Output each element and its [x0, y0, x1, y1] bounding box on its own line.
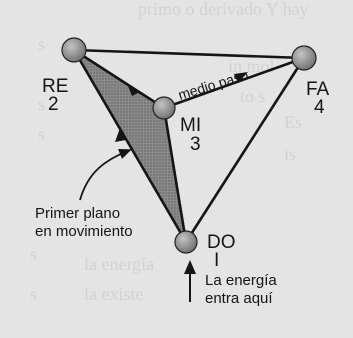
- arrow-re-mi-icon: [128, 86, 140, 96]
- bleed-text-line: in mol: [228, 56, 275, 76]
- energy-label-line1: La energía: [205, 272, 277, 289]
- edge-re-fa: [73, 48, 305, 60]
- foreground-label-line1: Primer plano: [35, 205, 120, 222]
- bleed-text-line: s: [38, 34, 45, 54]
- edge-arrows: [115, 72, 248, 142]
- bleed-text-line: s: [38, 124, 45, 144]
- bleed-text-line: to s: [240, 86, 266, 106]
- vertex-nodes: [61, 37, 317, 254]
- node-mi-name: MI: [180, 115, 201, 136]
- node-mi-sphere: [152, 96, 176, 120]
- node-fa-name: FA: [306, 79, 330, 100]
- node-do-name: DO: [207, 232, 236, 253]
- node-re-name: RE: [42, 76, 68, 97]
- node-re-number: 2: [48, 94, 59, 115]
- node-do-number: I: [214, 250, 219, 271]
- node-do-sphere: [174, 230, 198, 254]
- bleed-text-line: la energía: [84, 254, 154, 274]
- energy-label-line2: entra aquí: [205, 290, 273, 307]
- bleed-text-line: s: [38, 94, 45, 114]
- bleed-text-line: primo o derivado Y hay: [138, 0, 309, 19]
- node-mi-number: 3: [190, 134, 201, 155]
- node-re-sphere: [61, 37, 87, 63]
- edge-mi-do: [162, 107, 188, 243]
- bleed-text-line: la existe: [84, 284, 143, 304]
- bleed-text-line: s: [30, 244, 37, 264]
- node-fa-number: 4: [314, 97, 325, 118]
- bleed-text-line: is: [284, 144, 296, 164]
- bleed-through-text: primo o derivado Y hay in mol to s Es is…: [30, 0, 309, 304]
- edge-re-do: [72, 49, 188, 243]
- bleed-text-line: s: [30, 284, 37, 304]
- edge-re-mi: [73, 48, 165, 110]
- foreground-pointer-arrow: [79, 148, 132, 201]
- edge-mi-fa: [163, 56, 305, 110]
- edge-fa-do: [184, 57, 306, 243]
- tetrahedron-edges: [72, 48, 306, 243]
- bleed-text-line: Es: [284, 112, 302, 132]
- foreground-label-line2: en movimiento: [35, 223, 133, 240]
- arrow-mi-fa-icon: [234, 72, 248, 83]
- node-fa-sphere: [291, 45, 317, 71]
- arrow-do-re-icon: [115, 128, 126, 142]
